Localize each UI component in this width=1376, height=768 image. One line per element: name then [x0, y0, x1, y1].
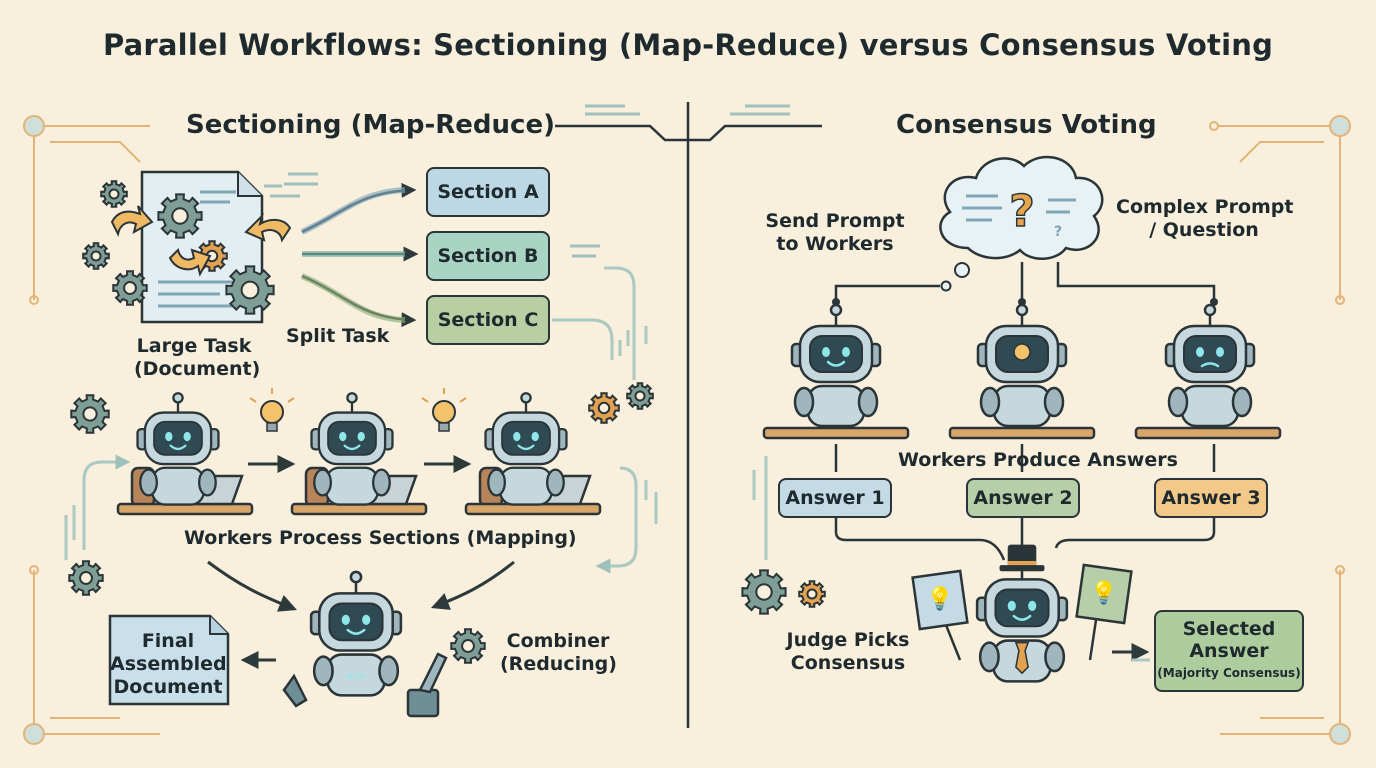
workers-process-label: Workers Process Sections (Mapping): [184, 527, 577, 549]
gear-icon: [157, 193, 203, 239]
large-task-label-line2: (Document): [134, 358, 261, 380]
final-document-icon: [108, 614, 230, 706]
combiner-robot: [309, 570, 403, 697]
svg-text:💡: 💡: [1090, 580, 1117, 606]
selected-answer-line1: Selected: [1182, 618, 1276, 640]
answer-3-box: Answer 3: [1154, 478, 1268, 518]
combiner-code-screen: </>: [345, 671, 367, 682]
gear-icon: [798, 580, 826, 608]
gear-icon: [225, 265, 275, 315]
svg-text:?: ?: [1009, 186, 1035, 237]
gear-icon: [741, 569, 787, 615]
section-c-box: Section C: [426, 295, 550, 345]
final-document-line3: Document: [113, 676, 223, 698]
lightbulb-icons: [249, 388, 467, 432]
section-a-box: Section A: [426, 167, 550, 217]
judge-label-line2: Consensus: [790, 652, 906, 674]
gear-icon: [100, 180, 128, 208]
worker-robot-2: [310, 392, 394, 506]
answer-2-box: Answer 2: [966, 478, 1080, 518]
voting-worker-robot-2: [976, 303, 1068, 428]
large-task-label-line1: Large Task: [136, 335, 252, 357]
voting-worker-robot-1: [790, 303, 882, 428]
complex-prompt-label-line1: Complex Prompt: [1116, 196, 1294, 218]
gear-icon: [68, 560, 104, 596]
gear-icon: [70, 394, 110, 434]
final-document-label: Final Assembled Document: [110, 630, 227, 699]
gear-icon: [82, 242, 110, 270]
answer-1-box: Answer 1: [778, 478, 892, 518]
combiner-label-line2: (Reducing): [500, 653, 617, 675]
prompt-cloud-icon: ? ?: [939, 155, 1104, 292]
gear-icon: [450, 628, 486, 664]
gear-icon: [588, 392, 620, 424]
send-prompt-label-line1: Send Prompt: [765, 210, 905, 232]
complex-prompt-label-line2: / Question: [1149, 219, 1259, 241]
workers-produce-label: Workers Produce Answers: [898, 449, 1178, 471]
worker-robot-3: [484, 392, 568, 506]
combiner-label-line1: Combiner: [506, 630, 610, 652]
gear-icon: [112, 270, 148, 306]
send-prompt-label-line2: to Workers: [776, 233, 894, 255]
svg-text:💡: 💡: [926, 586, 953, 612]
voting-worker-robot-3: [1164, 303, 1256, 428]
svg-text:?: ?: [1054, 224, 1062, 240]
section-b-box: Section B: [426, 231, 550, 281]
judge-label-line1: Judge Picks: [786, 629, 910, 651]
selected-answer-line3: (Majority Consensus): [1157, 666, 1301, 680]
selected-answer-box: Selected Answer (Majority Consensus): [1154, 610, 1304, 692]
gear-icon: [626, 382, 654, 410]
selected-answer-line2: Answer: [1189, 640, 1269, 662]
consensus-heading: Consensus Voting: [896, 110, 1157, 140]
page-title: Parallel Workflows: Sectioning (Map-Redu…: [102, 28, 1274, 62]
sectioning-heading: Sectioning (Map-Reduce): [186, 110, 555, 140]
final-document-line2: Assembled: [110, 653, 227, 675]
split-task-label: Split Task: [286, 325, 390, 347]
final-document-line1: Final: [141, 630, 195, 652]
judge-robot: [975, 544, 1069, 683]
worker-robot-1: [136, 392, 220, 506]
